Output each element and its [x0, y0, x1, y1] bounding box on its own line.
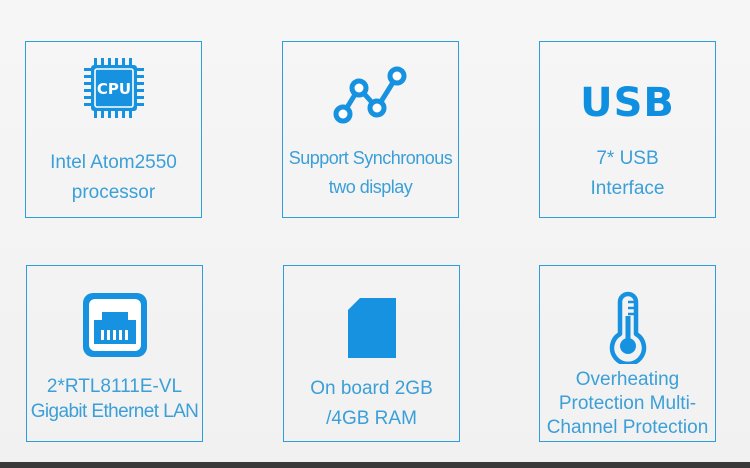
feature-line: Channel Protection [546, 417, 709, 438]
ethernet-port-icon [80, 290, 150, 360]
feature-card-ram: On board 2GB /4GB RAM [283, 265, 460, 442]
usb-text-icon: USB [580, 80, 675, 126]
feature-label-display: Support Synchronous two display [283, 144, 458, 202]
usb-icon-text: USB [580, 80, 675, 126]
feature-line: Overheating [575, 369, 680, 390]
feature-card-thermal: Overheating Protection Multi- Channel Pr… [539, 265, 716, 442]
feature-card-lan: 2*RTL8111E-VL Gigabit Ethernet LAN [26, 265, 203, 442]
feature-line: two display [328, 177, 413, 197]
bottom-bar [0, 462, 750, 468]
cpu-icon-text: CPU [96, 80, 130, 98]
feature-card-display: Support Synchronous two display [282, 41, 459, 218]
feature-line: processor [71, 182, 156, 203]
feature-line: Gigabit Ethernet LAN [30, 401, 199, 422]
feature-line: Intel Atom2550 [50, 152, 177, 173]
feature-label-lan: 2*RTL8111E-VL Gigabit Ethernet LAN [27, 374, 202, 424]
feature-label-thermal: Overheating Protection Multi- Channel Pr… [540, 368, 715, 440]
feature-line: Protection Multi- [558, 393, 697, 414]
feature-line: 2*RTL8111E-VL [46, 376, 183, 397]
memory-card-icon [346, 296, 398, 360]
feature-line: On board 2GB [310, 378, 433, 399]
feature-label-ram: On board 2GB /4GB RAM [284, 374, 459, 434]
feature-line: Interface [590, 178, 665, 199]
graph-nodes-icon [333, 62, 409, 128]
cpu-chip-icon: CPU [82, 56, 146, 120]
thermometer-icon [606, 290, 650, 364]
feature-label-usb: 7* USB Interface [540, 144, 715, 204]
feature-card-usb: USB 7* USB Interface [539, 41, 716, 218]
feature-line: 7* USB [596, 148, 659, 169]
feature-line: /4GB RAM [326, 408, 417, 429]
feature-card-cpu: CPU Intel Atom2550 processor [25, 41, 202, 218]
feature-line: Support Synchronous [288, 148, 453, 168]
feature-label-cpu: Intel Atom2550 processor [26, 148, 201, 208]
